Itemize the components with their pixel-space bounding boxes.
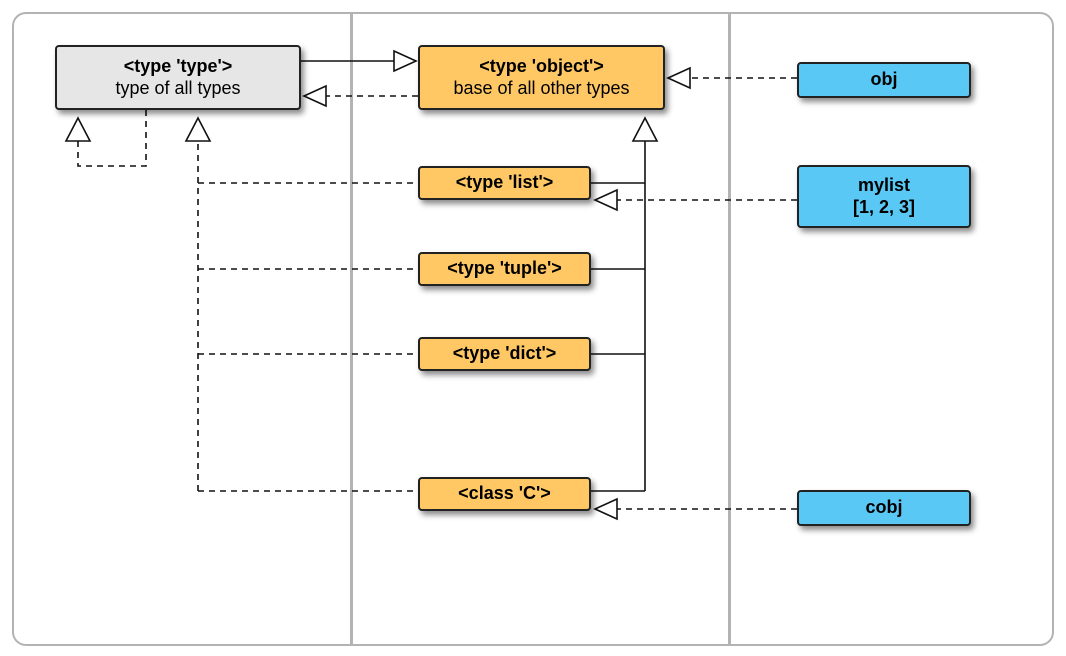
mylist-instance-node: mylist [1, 2, 3] bbox=[797, 165, 971, 228]
edge-mylist-instance-list-arrowhead bbox=[593, 188, 618, 212]
edge-object-instance-type-arrowhead bbox=[302, 84, 327, 108]
column-divider-right bbox=[728, 12, 731, 646]
mylist-instance-value: [1, 2, 3] bbox=[852, 196, 916, 217]
type-tuple-title: <type 'tuple'> bbox=[447, 258, 562, 279]
obj-instance-node: obj bbox=[797, 62, 971, 98]
cobj-instance-title: cobj bbox=[865, 497, 903, 518]
type-list-title: <type 'list'> bbox=[455, 172, 554, 193]
mylist-instance-title: mylist bbox=[857, 174, 911, 195]
obj-instance-title: obj bbox=[870, 69, 898, 90]
type-type-description: type of all types bbox=[115, 77, 241, 98]
type-tuple-node: <type 'tuple'> bbox=[418, 252, 591, 286]
class-c-node: <class 'C'> bbox=[418, 477, 591, 511]
type-list-node: <type 'list'> bbox=[418, 166, 591, 200]
type-type-node: <type 'type'> type of all types bbox=[55, 45, 301, 110]
type-dict-title: <type 'dict'> bbox=[452, 343, 557, 364]
edge-type-self-instance-arrowhead bbox=[64, 116, 92, 142]
edge-type-subclass-object-arrowhead bbox=[393, 49, 418, 73]
type-object-description: base of all other types bbox=[453, 77, 630, 98]
type-type-title: <type 'type'> bbox=[123, 55, 233, 76]
type-object-title: <type 'object'> bbox=[479, 55, 604, 76]
edge-type-self-instance bbox=[77, 110, 147, 167]
cobj-instance-node: cobj bbox=[797, 490, 971, 526]
type-object-node: <type 'object'> base of all other types bbox=[418, 45, 665, 110]
edge-cobj-instance-classc-arrowhead bbox=[593, 497, 618, 521]
edge-subclasses-object-arrowhead bbox=[631, 116, 659, 142]
class-c-title: <class 'C'> bbox=[458, 483, 551, 504]
edge-instances-type-arrowhead bbox=[184, 116, 212, 142]
type-dict-node: <type 'dict'> bbox=[418, 337, 591, 371]
diagram-frame bbox=[12, 12, 1054, 646]
edge-obj-instance-object-arrowhead bbox=[666, 66, 691, 90]
column-divider-left bbox=[350, 12, 353, 646]
